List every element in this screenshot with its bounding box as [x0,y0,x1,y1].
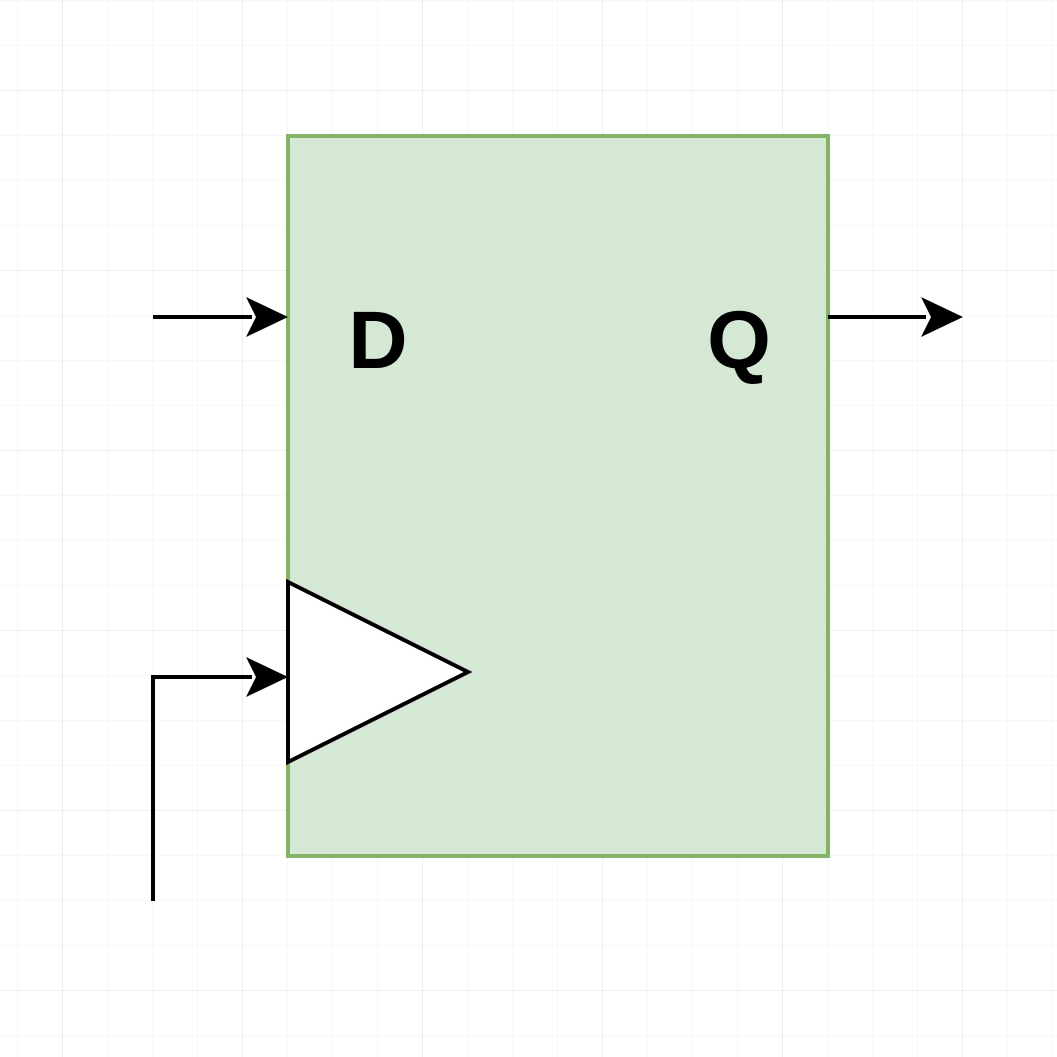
d-input-wire[interactable] [153,297,288,337]
q-output-arrowhead [921,297,963,337]
d-port-label: D [348,295,407,386]
clock-input-wire[interactable] [151,657,288,901]
flip-flop-block[interactable] [286,134,830,858]
clock-input-arrowhead [246,657,288,697]
clock-triangle-symbol [286,578,473,766]
q-output-wire[interactable] [828,297,963,337]
d-input-arrowhead [246,297,288,337]
q-port-label: Q [707,295,771,386]
